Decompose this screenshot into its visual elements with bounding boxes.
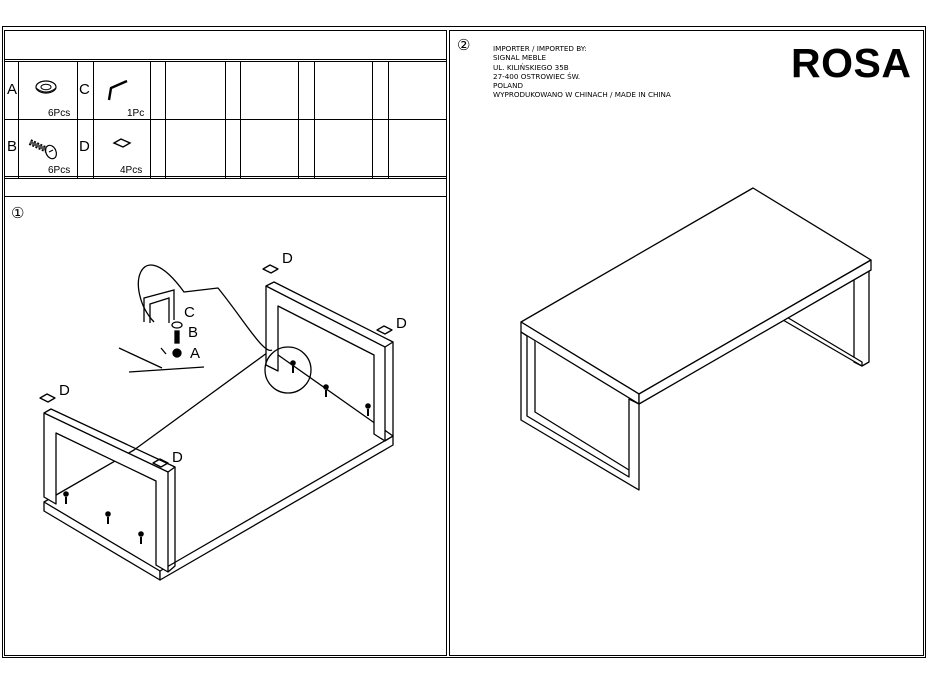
- step1-assembly-drawing: [39, 264, 394, 581]
- importer-line: 27-400 OSTROWIEC ŚW.: [493, 71, 581, 81]
- step2-number: ②: [457, 37, 471, 54]
- label-d-3: D: [59, 382, 70, 399]
- importer-line: POLAND: [493, 81, 523, 91]
- step2-assembled-table-drawing: [520, 187, 872, 491]
- step1-number: ①: [11, 205, 25, 222]
- label-d-4: D: [172, 449, 183, 466]
- label-a: A: [190, 345, 201, 362]
- label-c: C: [184, 304, 195, 321]
- part-qty-c: 1Pc: [127, 108, 145, 119]
- brand-name: ROSA: [791, 40, 912, 86]
- bolt-icon: [28, 139, 58, 160]
- label-d-1: D: [282, 250, 293, 267]
- part-qty-b: 6Pcs: [48, 165, 71, 176]
- importer-line: SIGNAL MEBLE: [493, 53, 547, 63]
- step2-panel: [449, 30, 924, 656]
- importer-info: IMPORTER / IMPORTED BY: SIGNAL MEBLE UL.…: [493, 44, 671, 100]
- page-border: [2, 26, 926, 658]
- part-qty-d: 4Pcs: [120, 165, 143, 176]
- label-d-2: D: [396, 315, 407, 332]
- importer-line: IMPORTER / IMPORTED BY:: [493, 44, 587, 53]
- label-b: B: [188, 324, 199, 341]
- importer-line: UL. KILIŃSKIEGO 35B: [493, 62, 569, 72]
- foot-pad-icon: [112, 138, 132, 148]
- step1-panel: [4, 30, 447, 656]
- part-letter-c: C: [79, 81, 90, 98]
- washer-icon: [35, 80, 57, 94]
- part-qty-a: 6Pcs: [48, 108, 71, 119]
- importer-line: WYPRODUKOWANO W CHINACH / MADE IN CHINA: [493, 90, 671, 100]
- part-letter-a: A: [7, 81, 18, 98]
- allen-key-icon: [107, 79, 128, 101]
- part-letter-d: D: [79, 138, 90, 155]
- part-letter-b: B: [7, 138, 18, 155]
- parts-table: [4, 30, 447, 200]
